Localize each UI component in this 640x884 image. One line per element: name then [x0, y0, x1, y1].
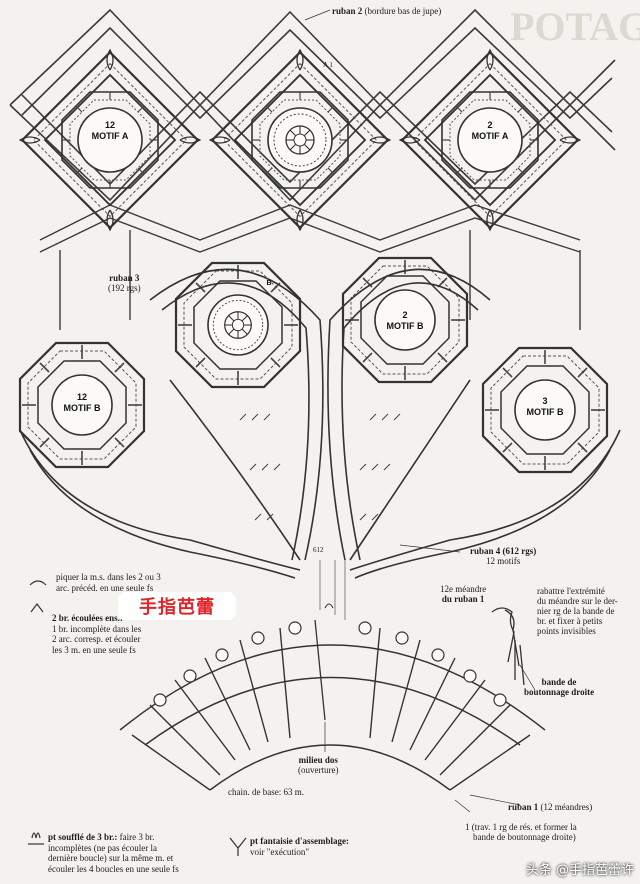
motif-a-center — [208, 48, 392, 232]
milieu-dos-label: milieu dos(ouverture) — [298, 755, 339, 775]
motif-b-top-left-label: B — [266, 280, 272, 287]
legend-pt-fantaisie: pt fantaisie d'assemblage: voir "exécuti… — [250, 836, 349, 857]
legend-symbols — [28, 580, 247, 856]
watermark-bottom: 头条 @手指芭蕾许 — [525, 863, 634, 878]
watermark-red: 手指芭蕾 — [118, 592, 236, 620]
ruban3-bands — [39, 204, 581, 330]
ruban4-stitches — [239, 413, 401, 521]
rabattre-note: rabattre l'extrémité du méandre sur le d… — [537, 586, 618, 636]
motif-b-top-left — [174, 261, 302, 389]
yoke-loops — [153, 621, 507, 707]
ruban1-label: ruban 1 (12 méandres) — [508, 802, 593, 812]
legend-br: 2 br. écoulées ens.: 1 br. incomplète da… — [52, 613, 142, 655]
ruban3-label: ruban 3(192 rgs) — [108, 273, 141, 293]
meander-detail — [491, 607, 525, 686]
leader-lines — [304, 9, 536, 813]
yoke-fan — [119, 644, 546, 791]
ruban4-label: ruban 4 (612 rgs)12 motifs — [470, 546, 537, 566]
chain-base-label: chain. de base: 63 m. — [228, 787, 304, 797]
num-612: 612 — [313, 546, 324, 554]
a1-label: A 1 — [323, 61, 333, 69]
yoke-meanders — [131, 627, 531, 791]
legend-pt-souffle: pt soufflé de 3 br.: faire 3 br. incompl… — [48, 832, 179, 874]
ruban4-arches — [19, 268, 621, 579]
ruban2-label: ruban 2 (bordure bas de jupe) — [332, 6, 442, 16]
guide-threads — [319, 560, 346, 620]
svg-text:POTAG: POTAG — [510, 4, 640, 49]
